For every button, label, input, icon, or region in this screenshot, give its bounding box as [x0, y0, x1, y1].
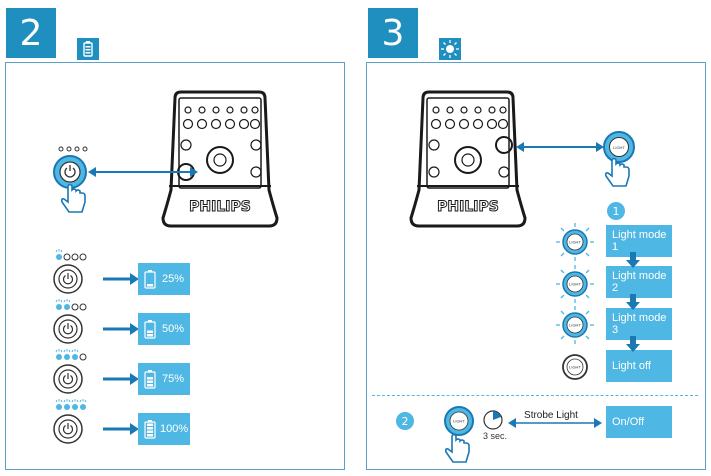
battery-percent-label: 75% — [162, 373, 185, 385]
speaker-illustration-right: PHILIPS — [409, 90, 527, 228]
power-button-icon — [53, 364, 83, 394]
light-mode-1-label: Light mode 1 — [612, 229, 667, 253]
power-button-icon — [53, 264, 83, 294]
led-indicator-icon — [55, 299, 87, 311]
hand-pointer-icon — [60, 183, 86, 213]
step-2-number: 2 — [19, 12, 43, 54]
right-arrow-icon — [103, 273, 139, 285]
battery-icon — [77, 38, 99, 60]
section-divider — [372, 395, 698, 396]
svg-text:LIGHT: LIGHT — [569, 240, 581, 245]
light-mode-1-box: Light mode 1 — [606, 225, 672, 257]
hold-time-label: 3 sec. — [482, 431, 507, 441]
light-button-glowing-3: LIGHT — [556, 306, 594, 344]
svg-text:LIGHT: LIGHT — [569, 323, 581, 328]
light-mode-3-label: Light mode 3 — [612, 312, 667, 336]
strobe-on-off-label: On/Off — [612, 416, 645, 428]
right-arrow-icon — [103, 323, 139, 335]
battery-level-box: 75% — [138, 363, 190, 395]
battery-level-row: 50% — [48, 299, 338, 345]
strobe-on-off-box: On/Off — [606, 406, 672, 438]
brand-logo-right: PHILIPS — [437, 199, 499, 215]
speaker-illustration-left: PHILIPS — [161, 90, 279, 228]
brand-logo-left: PHILIPS — [189, 199, 251, 215]
power-button-pressed[interactable] — [52, 154, 88, 190]
led-indicator-icon — [55, 249, 87, 261]
light-icon — [439, 38, 461, 60]
battery-level-box: 100% — [138, 413, 190, 445]
step-2-badge: 2 — [6, 8, 56, 58]
light-button-glowing-2: LIGHT — [556, 265, 594, 303]
battery-level-row: 25% — [48, 249, 338, 295]
step-3-number: 3 — [381, 12, 405, 54]
light-mode-3-box: Light mode 3 — [606, 308, 672, 340]
light-button-glowing-1: LIGHT — [556, 223, 594, 261]
light-off-label: Light off — [612, 360, 651, 372]
led-indicator-icon — [55, 399, 87, 410]
double-arrow-icon — [516, 142, 604, 152]
double-arrow-icon — [508, 418, 602, 428]
svg-text:LIGHT: LIGHT — [453, 419, 465, 424]
hand-pointer-icon — [444, 433, 470, 463]
hand-pointer-icon — [604, 157, 630, 187]
light-mode-2-box: Light mode 2 — [606, 266, 672, 298]
power-button-icon — [53, 414, 83, 444]
battery-icon — [144, 370, 156, 389]
substep-2-number: 2 — [401, 414, 409, 428]
svg-text:LIGHT: LIGHT — [569, 365, 581, 370]
light-button-pressed[interactable]: LIGHT — [603, 131, 635, 163]
battery-percent-label: 50% — [162, 323, 185, 335]
indicator-dots — [58, 146, 88, 152]
svg-text:LIGHT: LIGHT — [569, 282, 581, 287]
battery-level-box: 25% — [138, 263, 190, 295]
right-arrow-icon — [103, 423, 139, 435]
light-mode-2-label: Light mode 2 — [612, 270, 667, 294]
battery-level-row: 100% — [48, 399, 338, 445]
strobe-light-label: Strobe Light — [524, 410, 578, 421]
led-indicator-icon — [55, 349, 87, 361]
battery-percent-label: 25% — [162, 273, 185, 285]
light-button-label: LIGHT — [613, 144, 625, 150]
battery-icon — [144, 270, 156, 289]
light-button-off: LIGHT — [562, 354, 588, 380]
battery-icon — [144, 420, 156, 439]
power-button-icon — [53, 314, 83, 344]
battery-percent-label: 100% — [160, 423, 189, 435]
substep-1-badge: 1 — [607, 202, 625, 220]
timer-icon — [483, 410, 503, 430]
substep-2-badge: 2 — [396, 412, 414, 430]
step-3-badge: 3 — [368, 8, 418, 58]
double-arrow-icon — [88, 167, 198, 177]
substep-1-number: 1 — [612, 204, 620, 218]
battery-level-box: 50% — [138, 313, 190, 345]
light-button-hold[interactable]: LIGHT — [443, 405, 475, 437]
right-arrow-icon — [103, 373, 139, 385]
down-arrow-icon — [626, 336, 640, 352]
battery-level-row: 75% — [48, 349, 338, 395]
down-arrow-icon — [626, 252, 640, 268]
battery-icon — [144, 320, 156, 339]
down-arrow-icon — [626, 294, 640, 310]
light-off-box: Light off — [606, 350, 672, 382]
